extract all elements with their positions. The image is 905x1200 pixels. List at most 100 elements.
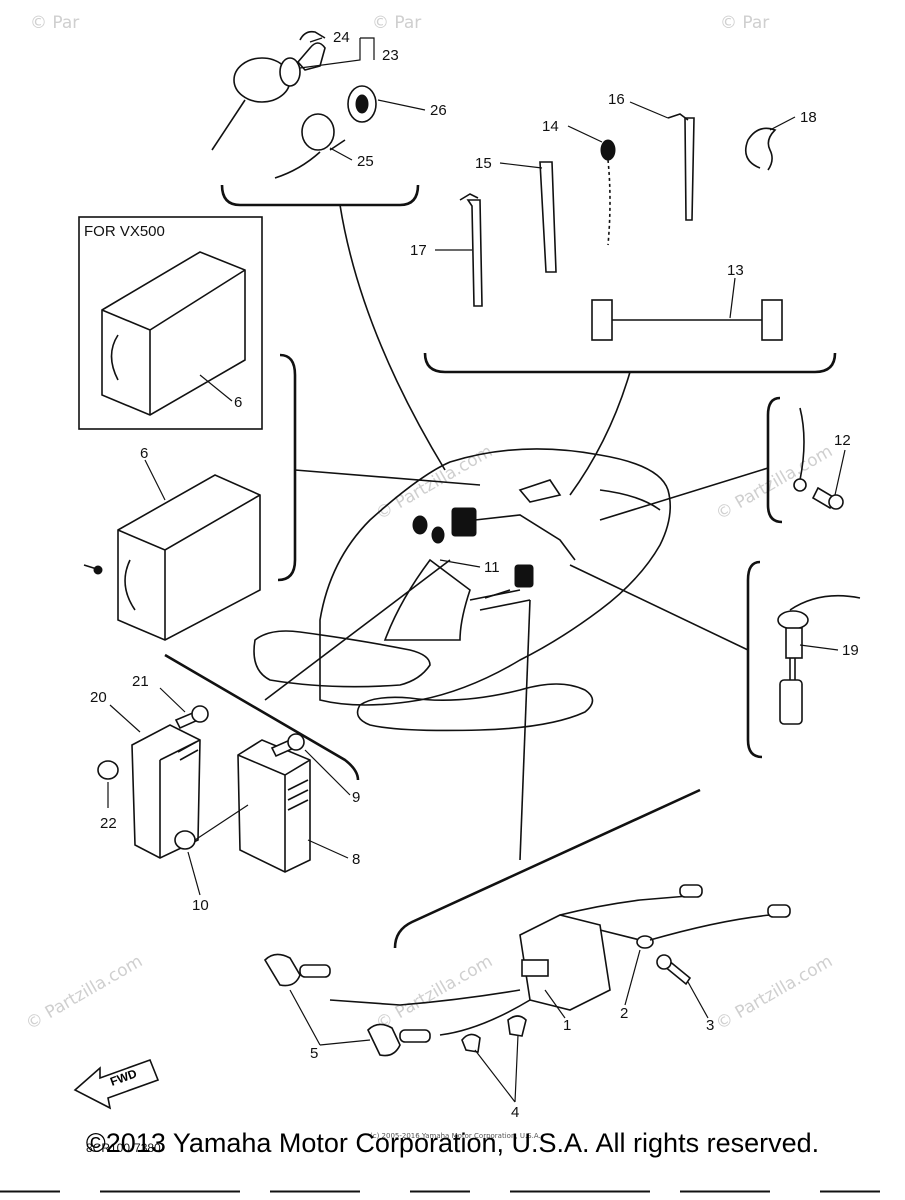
band-17-head bbox=[459, 193, 479, 201]
screw-head bbox=[93, 565, 103, 575]
leader-2 bbox=[624, 949, 641, 1006]
fwd-arrow-shape bbox=[73, 1058, 160, 1110]
leader-5 bbox=[289, 989, 371, 1046]
leader-line bbox=[339, 204, 446, 471]
callout-5: 5 bbox=[310, 1045, 318, 1062]
callout-11: 11 bbox=[484, 559, 500, 576]
clamp bbox=[461, 1033, 481, 1053]
callout-12: 12 bbox=[834, 432, 851, 449]
ignition-coil-1 bbox=[519, 884, 791, 1011]
cdi-wire bbox=[124, 559, 136, 611]
clip-18 bbox=[744, 127, 777, 171]
bracket-right-19 bbox=[746, 560, 763, 759]
callout-9: 9 bbox=[352, 789, 360, 806]
lead-terminal bbox=[793, 478, 807, 492]
bracket-top-right bbox=[423, 352, 837, 374]
callout-21: 21 bbox=[132, 673, 149, 690]
leader-26 bbox=[377, 99, 426, 111]
leader-20 bbox=[109, 704, 141, 733]
watermark: © Partzilla.com bbox=[23, 951, 147, 1034]
callout-24: 24 bbox=[333, 29, 350, 46]
switch-25 bbox=[274, 113, 346, 179]
ground-terminal bbox=[767, 904, 791, 918]
clamps-4 bbox=[461, 1015, 527, 1053]
leader-line bbox=[294, 469, 481, 486]
callout-17: 17 bbox=[410, 242, 427, 259]
bolt-12-head bbox=[828, 494, 844, 510]
callout-6: 6 bbox=[140, 445, 148, 462]
bracket-right-12 bbox=[766, 396, 783, 524]
leader-lines bbox=[264, 204, 769, 861]
snowmobile-body bbox=[319, 448, 671, 706]
clamp-right bbox=[761, 299, 783, 341]
bolt-9-head bbox=[287, 733, 305, 751]
callout-14: 14 bbox=[542, 118, 559, 135]
clamp-left bbox=[591, 299, 613, 341]
ski-right bbox=[356, 683, 594, 732]
leader-21 bbox=[159, 687, 186, 713]
nut-10 bbox=[174, 830, 196, 850]
watermark: © Par bbox=[372, 13, 421, 33]
switch-face bbox=[279, 57, 301, 87]
callout-20: 20 bbox=[90, 689, 107, 706]
leader-16 bbox=[629, 101, 669, 119]
screw-3-head bbox=[656, 954, 672, 970]
leader-10 bbox=[187, 804, 249, 896]
hi-tension-lead bbox=[329, 989, 521, 1006]
leader-9 bbox=[304, 749, 351, 796]
sensor-19 bbox=[777, 594, 861, 725]
watermark: © Partzilla.com bbox=[373, 951, 497, 1034]
harness-wire bbox=[484, 589, 511, 599]
vx500-label: FOR VX500 bbox=[84, 223, 165, 240]
regulator-fins bbox=[177, 741, 199, 761]
screw-3 bbox=[656, 954, 692, 986]
sensor-wire bbox=[789, 594, 861, 611]
rectifier-body bbox=[237, 739, 311, 873]
leader-4 bbox=[474, 1034, 519, 1103]
leader-12 bbox=[834, 449, 846, 496]
footer-dash-bar bbox=[0, 1190, 905, 1193]
plug-boot bbox=[299, 964, 331, 978]
harness-wire bbox=[474, 514, 576, 561]
leader-18 bbox=[769, 116, 796, 131]
vx500-box bbox=[78, 216, 263, 430]
bracket-left bbox=[277, 353, 297, 582]
callout-26: 26 bbox=[430, 102, 447, 119]
handlebar-frame bbox=[383, 558, 471, 641]
bolt-21 bbox=[174, 705, 209, 730]
leader-3 bbox=[687, 981, 709, 1019]
bolt-9 bbox=[270, 733, 305, 758]
watermark: © Partzilla.com bbox=[713, 951, 837, 1034]
tiny-copyright: (c) 2005-2016 Yamaha Motor Corporation, … bbox=[370, 1132, 541, 1140]
cdi-edges bbox=[101, 269, 246, 415]
coil-wire-top bbox=[559, 894, 701, 916]
nut-22 bbox=[97, 760, 119, 780]
key-ring bbox=[299, 30, 326, 41]
watermark: © Partzilla.com bbox=[373, 441, 497, 524]
callout-3: 3 bbox=[706, 1017, 714, 1034]
switch-wire bbox=[211, 99, 246, 151]
regulator-20 bbox=[131, 724, 201, 859]
callout-6-vx500: 6 bbox=[234, 394, 242, 411]
band-16 bbox=[684, 117, 695, 221]
callout-13: 13 bbox=[727, 262, 744, 279]
switch-25-body bbox=[301, 113, 335, 151]
callout-22: 22 bbox=[100, 815, 117, 832]
harness-plug bbox=[412, 515, 428, 535]
lead-12 bbox=[799, 407, 805, 481]
leader-6b bbox=[144, 459, 166, 501]
leader-line bbox=[599, 467, 769, 521]
main-switch bbox=[211, 30, 326, 151]
band-16-head bbox=[667, 113, 689, 121]
switch-key bbox=[296, 42, 326, 71]
fwd-arrow: FWD bbox=[73, 1058, 160, 1110]
ground-eye-2 bbox=[636, 935, 654, 949]
rectifier-fins bbox=[287, 779, 309, 811]
plug-caps-5 bbox=[263, 953, 531, 1057]
bracket-bottom bbox=[393, 788, 701, 949]
rectifier-8 bbox=[237, 739, 311, 873]
leader-19 bbox=[799, 644, 839, 651]
coil-ground bbox=[599, 929, 641, 941]
hi-tension-lead bbox=[439, 999, 531, 1036]
